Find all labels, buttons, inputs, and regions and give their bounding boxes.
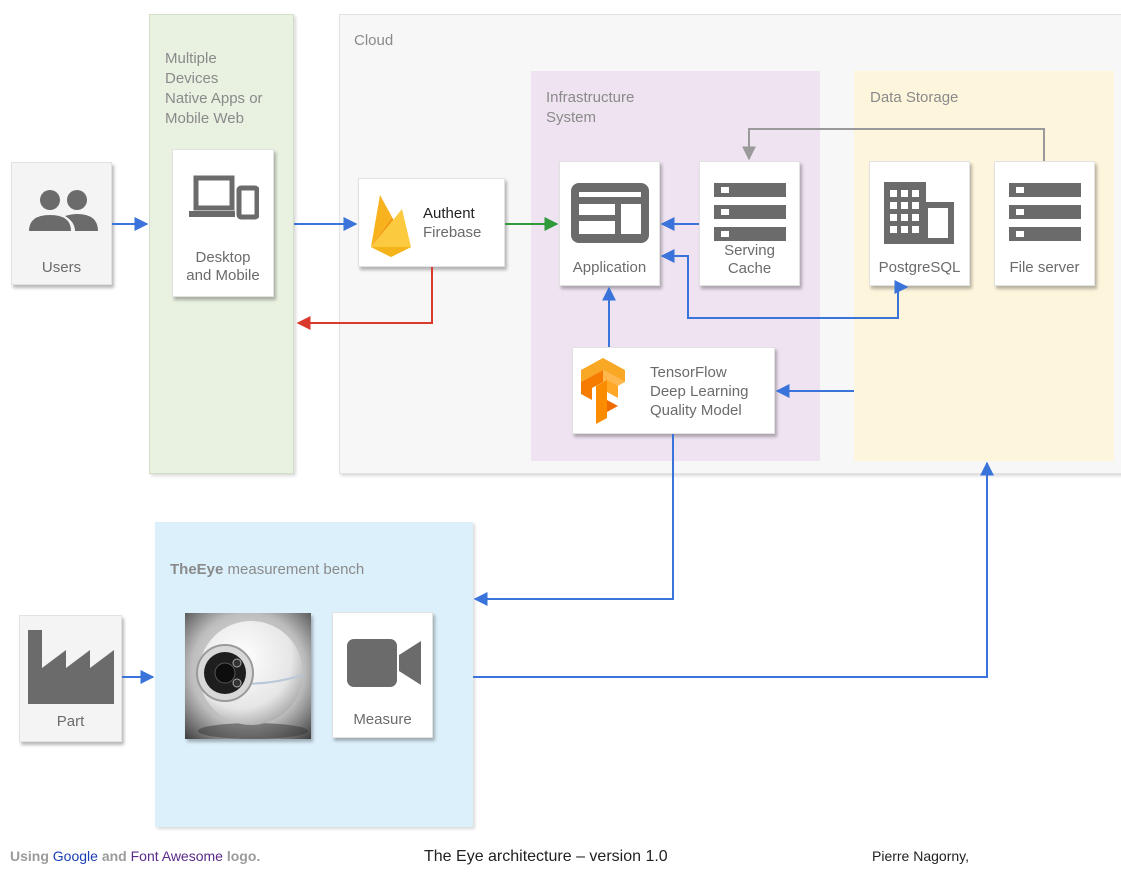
- building-icon: [884, 182, 954, 244]
- storage-zone-label: Data Storage: [870, 89, 959, 106]
- factory-icon: [28, 630, 114, 704]
- auth-subtitle: Firebase: [423, 224, 482, 241]
- devices-zone-label: Multiple Devices Native Apps or Mobile W…: [165, 50, 263, 127]
- file-server-label: File server: [1009, 259, 1080, 276]
- credit-note: Using Google and Font Awesome logo.: [10, 848, 260, 864]
- tensorflow-node[interactable]: TensorFlow Deep Learning Quality Model: [572, 347, 775, 434]
- author-name: Pierre Nagorny,: [872, 848, 970, 864]
- credit-prefix: Using: [10, 848, 53, 864]
- postgresql-node[interactable]: PostgreSQL: [869, 161, 970, 286]
- font-awesome-link[interactable]: Font Awesome: [130, 848, 223, 864]
- credit-suffix: logo.: [222, 848, 261, 864]
- measure-label: Measure: [353, 711, 412, 728]
- devices-icon: [189, 175, 259, 220]
- google-link[interactable]: Google: [52, 848, 98, 864]
- bench-zone-name: TheEye: [170, 561, 224, 578]
- application-label: Application: [572, 259, 647, 276]
- desktop-mobile-label: Desktop and Mobile: [186, 249, 260, 284]
- part-node[interactable]: Part: [19, 615, 122, 742]
- credit-and: and: [97, 848, 131, 864]
- users-icon: [29, 190, 98, 231]
- file-server-node[interactable]: File server: [994, 161, 1095, 286]
- postgresql-label: PostgreSQL: [878, 259, 961, 276]
- eye-device-image: [185, 613, 311, 739]
- cloud-zone-label: Cloud: [354, 32, 394, 49]
- users-node[interactable]: Users: [11, 162, 112, 285]
- diagram-title: The Eye architecture – version 1.0: [424, 848, 668, 865]
- tensorflow-label: TensorFlow Deep Learning Quality Model: [650, 364, 749, 419]
- window-icon: [571, 183, 649, 243]
- measure-node[interactable]: Measure: [332, 612, 433, 738]
- video-camera-icon: [347, 639, 421, 687]
- users-label: Users: [41, 259, 82, 276]
- infrastructure-zone-label: Infrastructure System: [546, 89, 635, 126]
- auth-firebase-node[interactable]: Authent Firebase: [358, 178, 505, 267]
- desktop-mobile-node[interactable]: Desktop and Mobile: [172, 149, 274, 297]
- auth-title: Authent: [423, 205, 475, 222]
- server-icon: [1009, 183, 1081, 241]
- application-node[interactable]: Application: [559, 161, 660, 286]
- server-icon: [714, 183, 786, 241]
- bench-zone-label: TheEye measurement bench: [170, 540, 364, 580]
- tensorflow-icon: [581, 358, 625, 424]
- part-label: Part: [56, 713, 85, 730]
- bench-zone-title: measurement bench: [223, 561, 365, 578]
- bench-to-storage-arrow: [473, 461, 994, 678]
- firebase-icon: [371, 195, 411, 257]
- serving-cache-label: Serving Cache: [724, 242, 775, 277]
- serving-cache-node[interactable]: Serving Cache: [699, 161, 800, 286]
